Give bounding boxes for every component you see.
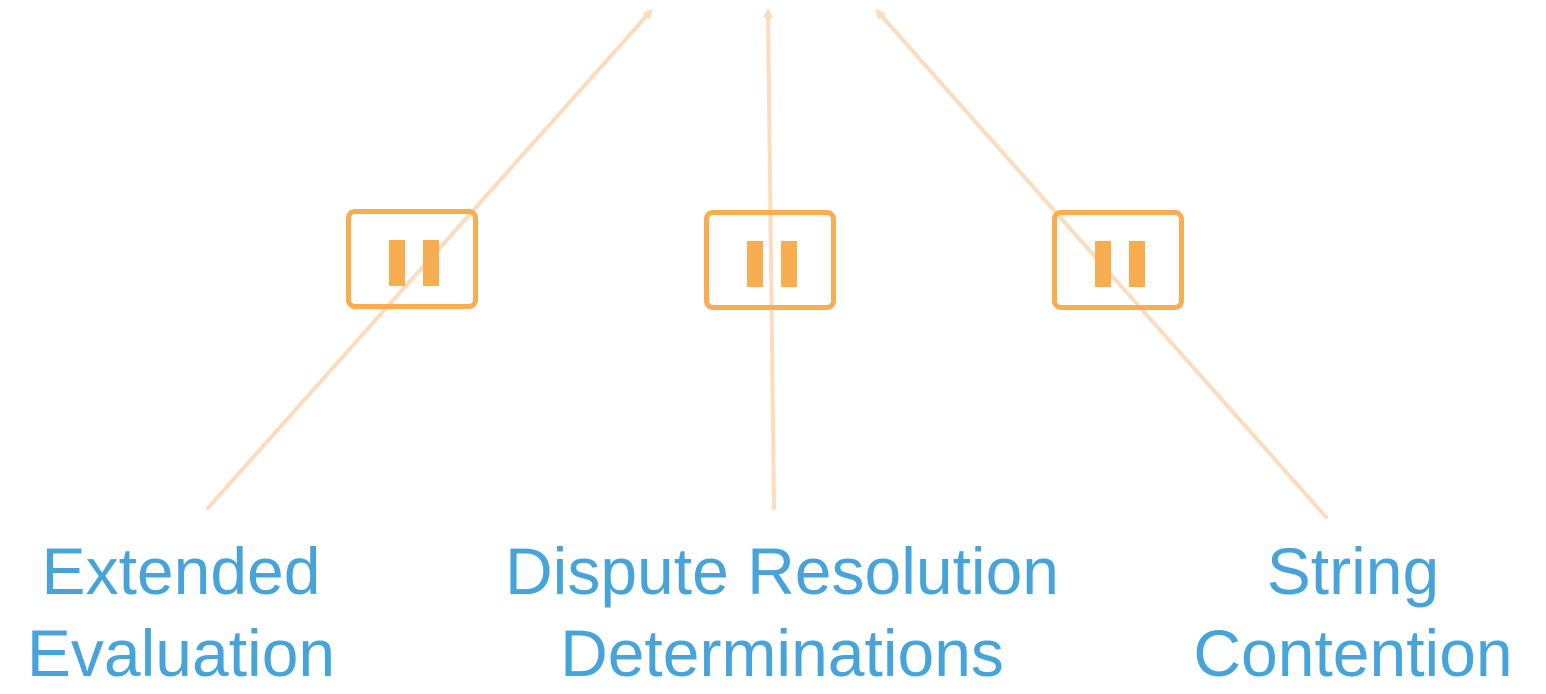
arrow-dispute-resolution — [763, 8, 776, 510]
pause-bar-left — [747, 241, 763, 287]
label-extended-evaluation: Extended Evaluation — [0, 530, 362, 694]
label-line-1: Extended — [41, 534, 321, 608]
pause-bar-right — [1129, 241, 1145, 287]
label-dispute-resolution: Dispute Resolution Determinations — [440, 530, 1124, 694]
label-line-2: Evaluation — [26, 616, 336, 690]
label-string-contention: String Contention — [1160, 530, 1546, 694]
pause-bar-right — [423, 240, 439, 286]
pause-bar-right — [781, 241, 797, 287]
pause-icon[interactable] — [1052, 210, 1184, 310]
pause-icon[interactable] — [346, 209, 478, 309]
pause-bar-left — [1095, 241, 1111, 287]
pause-bar-left — [389, 240, 405, 286]
label-line-1: Dispute Resolution — [505, 534, 1059, 608]
label-line-1: String — [1266, 534, 1440, 608]
label-line-2: Determinations — [560, 616, 1004, 690]
pause-icon[interactable] — [704, 210, 836, 310]
label-line-2: Contention — [1193, 616, 1513, 690]
